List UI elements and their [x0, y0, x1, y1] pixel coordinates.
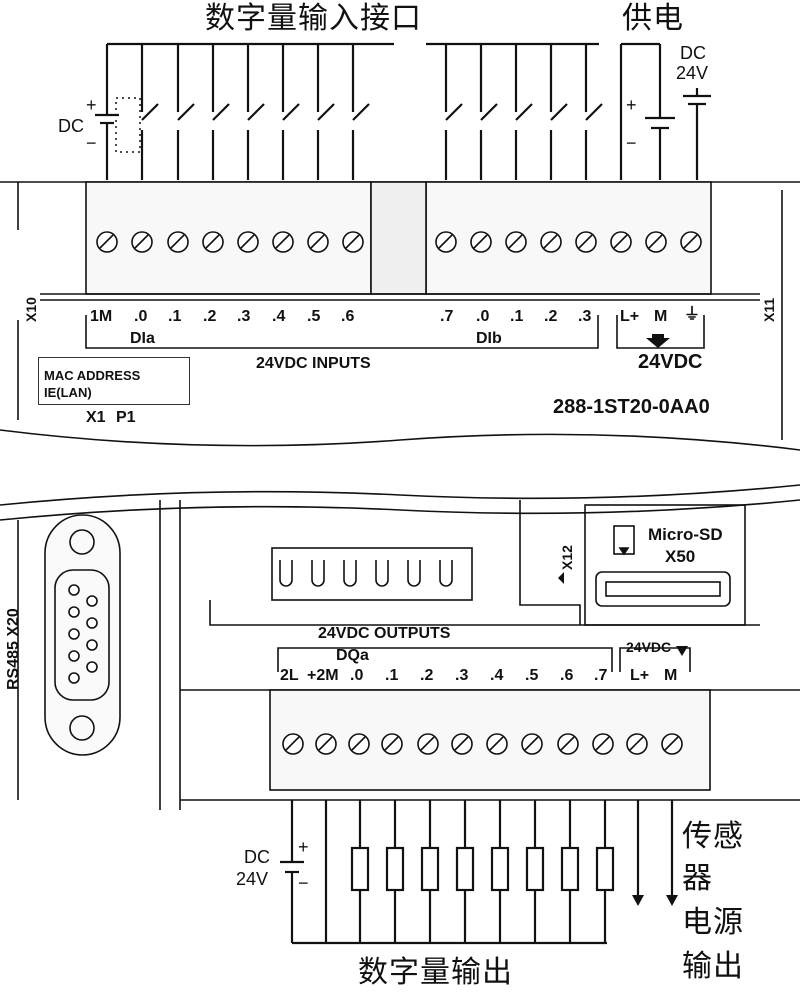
title-sensor-power-1: 传感 [682, 819, 744, 854]
rs485-label: RS485 X20 [5, 608, 22, 690]
dc-right-label-1: DC [680, 43, 706, 63]
title-sensor-power-2: 器 [682, 861, 713, 896]
x12-arrow-icon [558, 572, 564, 584]
ie-lan-label: IE(LAN) [44, 385, 92, 400]
sensor-out-arrow-m-icon [666, 895, 678, 906]
title-sensor-power-4: 输出 [682, 949, 744, 984]
inputs-label: 24VDC INPUTS [256, 355, 371, 372]
title-digital-output: 数字量输出 [358, 955, 513, 990]
terminal-label-a0: .0 [134, 308, 148, 325]
terminal-label-b3: .3 [578, 308, 592, 325]
group-dia: DIa [130, 330, 155, 347]
out-terminal-q1: .1 [385, 667, 399, 684]
group-dqa: DQa [336, 647, 369, 664]
bottom-terminal-screws [282, 733, 683, 755]
dc-out-label-2: 24V [236, 869, 269, 889]
terminal-label-a6: .6 [341, 308, 355, 325]
port-x1: X1 [86, 409, 106, 426]
mac-address-label: MAC ADDRESS [44, 368, 141, 383]
dc-left-label: DC [58, 116, 84, 136]
out-terminal-q5: .5 [525, 667, 539, 684]
out-terminal-q3: .3 [455, 667, 469, 684]
out-terminal-m: M [664, 667, 678, 684]
power-label: 24VDC [638, 351, 703, 373]
title-power-supply: 供电 [622, 1, 684, 36]
dc-left-minus: − [86, 133, 97, 153]
x12-label: X12 [559, 545, 575, 570]
terminal-label-a4: .4 [272, 308, 286, 325]
ground-icon: ⏚ [684, 306, 701, 323]
outputs-label: 24VDC OUTPUTS [318, 625, 451, 642]
out-terminal-lplus: L+ [630, 667, 650, 684]
sensor-out-arrow-lplus-icon [632, 895, 644, 906]
title-sensor-power-3: 电源 [682, 905, 744, 940]
sensor-power-label: 24VDC [626, 639, 672, 655]
dc-out-minus: − [298, 873, 309, 893]
port-p1: P1 [116, 409, 136, 426]
terminal-label-a3: .3 [237, 308, 251, 325]
connector-x11: X11 [761, 297, 777, 322]
supply-plus: + [626, 95, 637, 115]
terminal-label-1m: 1M [90, 308, 113, 325]
dc-out-label-1: DC [244, 847, 270, 867]
out-terminal-q2: .2 [420, 667, 434, 684]
dc-right-label-2: 24V [676, 63, 709, 83]
terminal-label-a7: .7 [440, 308, 454, 325]
group-dib: DIb [476, 330, 502, 347]
mac-address-box [38, 357, 190, 405]
out-terminal-2l: 2L [280, 667, 299, 684]
terminal-label-m: M [654, 308, 668, 325]
microsd-label: Micro-SD [648, 525, 723, 544]
connector-x10: X10 [23, 297, 39, 322]
terminal-label-b2: .2 [544, 308, 558, 325]
sensor-arrow-icon [676, 646, 688, 656]
x50-label: X50 [665, 547, 696, 566]
model-number: 288-1ST20-0AA0 [553, 396, 710, 418]
dc-out-plus: + [298, 837, 309, 857]
input-switches-b [444, 44, 603, 180]
out-terminal-q4: .4 [490, 667, 504, 684]
top-terminal-screws [96, 231, 702, 253]
out-terminal-q7: .7 [594, 667, 608, 684]
terminal-label-lplus: L+ [620, 308, 640, 325]
out-terminal-q6: .6 [560, 667, 574, 684]
out-terminal-2m: +2M [307, 667, 339, 684]
dc-left-plus: + [86, 95, 97, 115]
bottom-module-housing [0, 484, 800, 810]
out-terminal-q0: .0 [350, 667, 364, 684]
input-switches-a [140, 44, 370, 180]
terminal-label-a1: .1 [168, 308, 182, 325]
supply-minus: − [626, 133, 637, 153]
terminal-label-b1: .1 [510, 308, 524, 325]
terminal-label-a2: .2 [203, 308, 217, 325]
rs485-pins [68, 584, 98, 684]
power-arrow-icon [646, 334, 670, 348]
terminal-label-b0: .0 [476, 308, 490, 325]
title-digital-input-interface: 数字量输入接口 [205, 1, 422, 36]
terminal-label-a5: .5 [307, 308, 321, 325]
output-wiring [280, 800, 674, 945]
